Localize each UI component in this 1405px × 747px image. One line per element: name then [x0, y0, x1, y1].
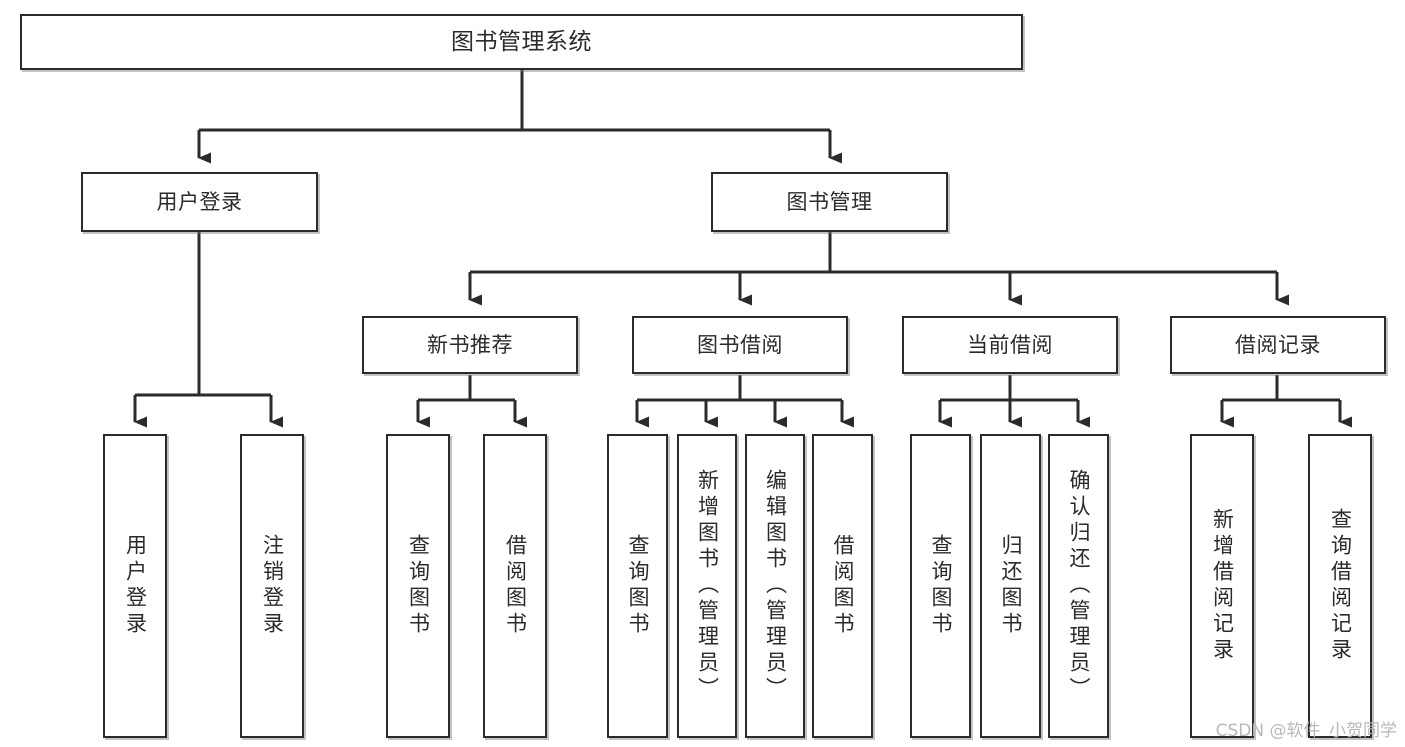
node-label: 确认归还（管理员）	[1067, 469, 1091, 703]
node-label: 用户登录	[156, 189, 243, 214]
node-leaf-add-book-admin[interactable]: 新增图书（管理员）	[677, 434, 737, 738]
node-label: 查询图书	[626, 534, 650, 638]
node-leaf-edit-book-admin[interactable]: 编辑图书（管理员）	[745, 434, 805, 738]
node-label: 查询图书	[406, 534, 431, 638]
node-label: 借阅图书	[503, 534, 528, 638]
node-label: 新增借阅记录	[1210, 508, 1235, 664]
node-label: 用户登录	[123, 534, 148, 638]
node-label: 借阅记录	[1235, 332, 1321, 357]
node-label: 图书管理系统	[451, 28, 592, 55]
node-borrow-record[interactable]: 借阅记录	[1170, 316, 1386, 374]
node-leaf-return-book[interactable]: 归还图书	[980, 434, 1041, 738]
node-user-login[interactable]: 用户登录	[81, 172, 318, 232]
node-leaf-query-book-borrow[interactable]: 查询图书	[607, 434, 668, 738]
node-label: 图书借阅	[697, 332, 783, 357]
node-label: 新书推荐	[427, 332, 513, 357]
node-label: 当前借阅	[967, 332, 1053, 357]
node-leaf-query-borrow-record[interactable]: 查询借阅记录	[1308, 434, 1372, 738]
node-leaf-borrow-book-recommend[interactable]: 借阅图书	[483, 434, 547, 738]
node-leaf-logout[interactable]: 注销登录	[240, 434, 304, 738]
node-leaf-query-book-recommend[interactable]: 查询图书	[386, 434, 450, 738]
node-leaf-confirm-return-admin[interactable]: 确认归还（管理员）	[1048, 434, 1109, 738]
node-current-borrow[interactable]: 当前借阅	[902, 316, 1118, 374]
node-leaf-add-borrow-record[interactable]: 新增借阅记录	[1190, 434, 1254, 738]
node-label: 编辑图书（管理员）	[763, 469, 788, 703]
node-label: 图书管理	[786, 189, 873, 214]
node-label: 注销登录	[260, 534, 285, 638]
node-root-book-management-system[interactable]: 图书管理系统	[20, 14, 1023, 70]
node-leaf-user-login[interactable]: 用户登录	[103, 434, 167, 738]
node-book-borrow[interactable]: 图书借阅	[632, 316, 848, 374]
node-label: 查询图书	[929, 534, 953, 638]
node-label: 归还图书	[999, 534, 1023, 638]
node-new-book-recommend[interactable]: 新书推荐	[362, 316, 578, 374]
node-label: 新增图书（管理员）	[695, 469, 720, 703]
node-book-management[interactable]: 图书管理	[711, 172, 948, 232]
node-leaf-borrow-book[interactable]: 借阅图书	[812, 434, 873, 738]
node-label: 查询借阅记录	[1328, 508, 1353, 664]
node-label: 借阅图书	[831, 534, 855, 638]
node-leaf-query-book-current[interactable]: 查询图书	[910, 434, 971, 738]
